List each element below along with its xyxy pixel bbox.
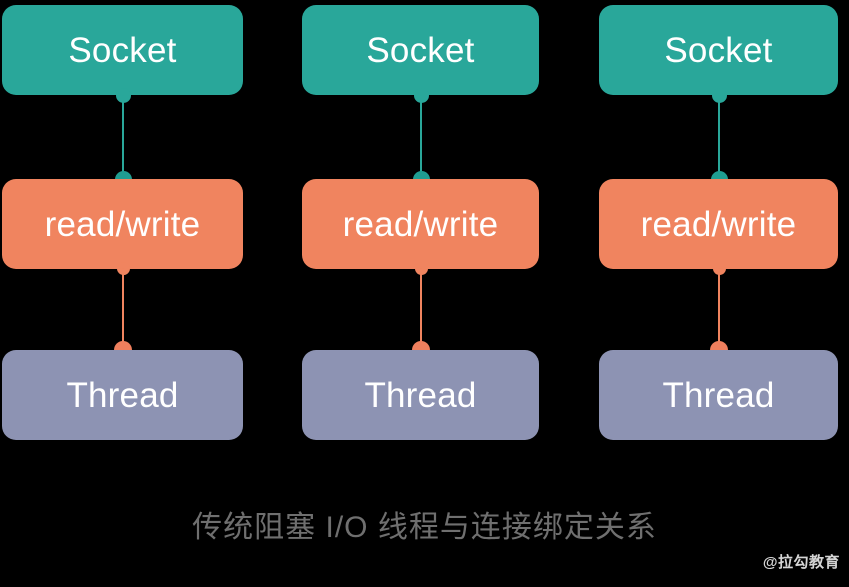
readwrite-box-2[interactable]: read/write xyxy=(302,179,539,269)
socket-box-3[interactable]: Socket xyxy=(599,5,838,95)
socket-label-2: Socket xyxy=(366,30,475,70)
thread-box-3[interactable]: Thread xyxy=(599,350,838,440)
thread-label-2: Thread xyxy=(364,375,477,415)
diagram-caption: 传统阻塞 I/O 线程与连接绑定关系 xyxy=(192,511,657,544)
watermark-label: @拉勾教育 xyxy=(762,554,840,571)
readwrite-box-1[interactable]: read/write xyxy=(2,179,243,269)
socket-label-3: Socket xyxy=(664,30,773,70)
connector-line-teal-2 xyxy=(420,95,422,180)
connector-line-teal-3 xyxy=(718,95,720,180)
connector-line-orange-1 xyxy=(122,268,124,354)
readwrite-label-3: read/write xyxy=(640,204,797,244)
connector-line-orange-3 xyxy=(718,268,720,354)
socket-label-1: Socket xyxy=(68,30,177,70)
connector-line-teal-1 xyxy=(122,95,124,180)
readwrite-box-3[interactable]: read/write xyxy=(599,179,838,269)
readwrite-label-2: read/write xyxy=(342,204,499,244)
socket-box-1[interactable]: Socket xyxy=(2,5,243,95)
thread-label-1: Thread xyxy=(66,375,179,415)
readwrite-label-1: read/write xyxy=(44,204,201,244)
socket-box-2[interactable]: Socket xyxy=(302,5,539,95)
connector-line-orange-2 xyxy=(420,268,422,354)
thread-label-3: Thread xyxy=(662,375,775,415)
thread-box-2[interactable]: Thread xyxy=(302,350,539,440)
thread-box-1[interactable]: Thread xyxy=(2,350,243,440)
